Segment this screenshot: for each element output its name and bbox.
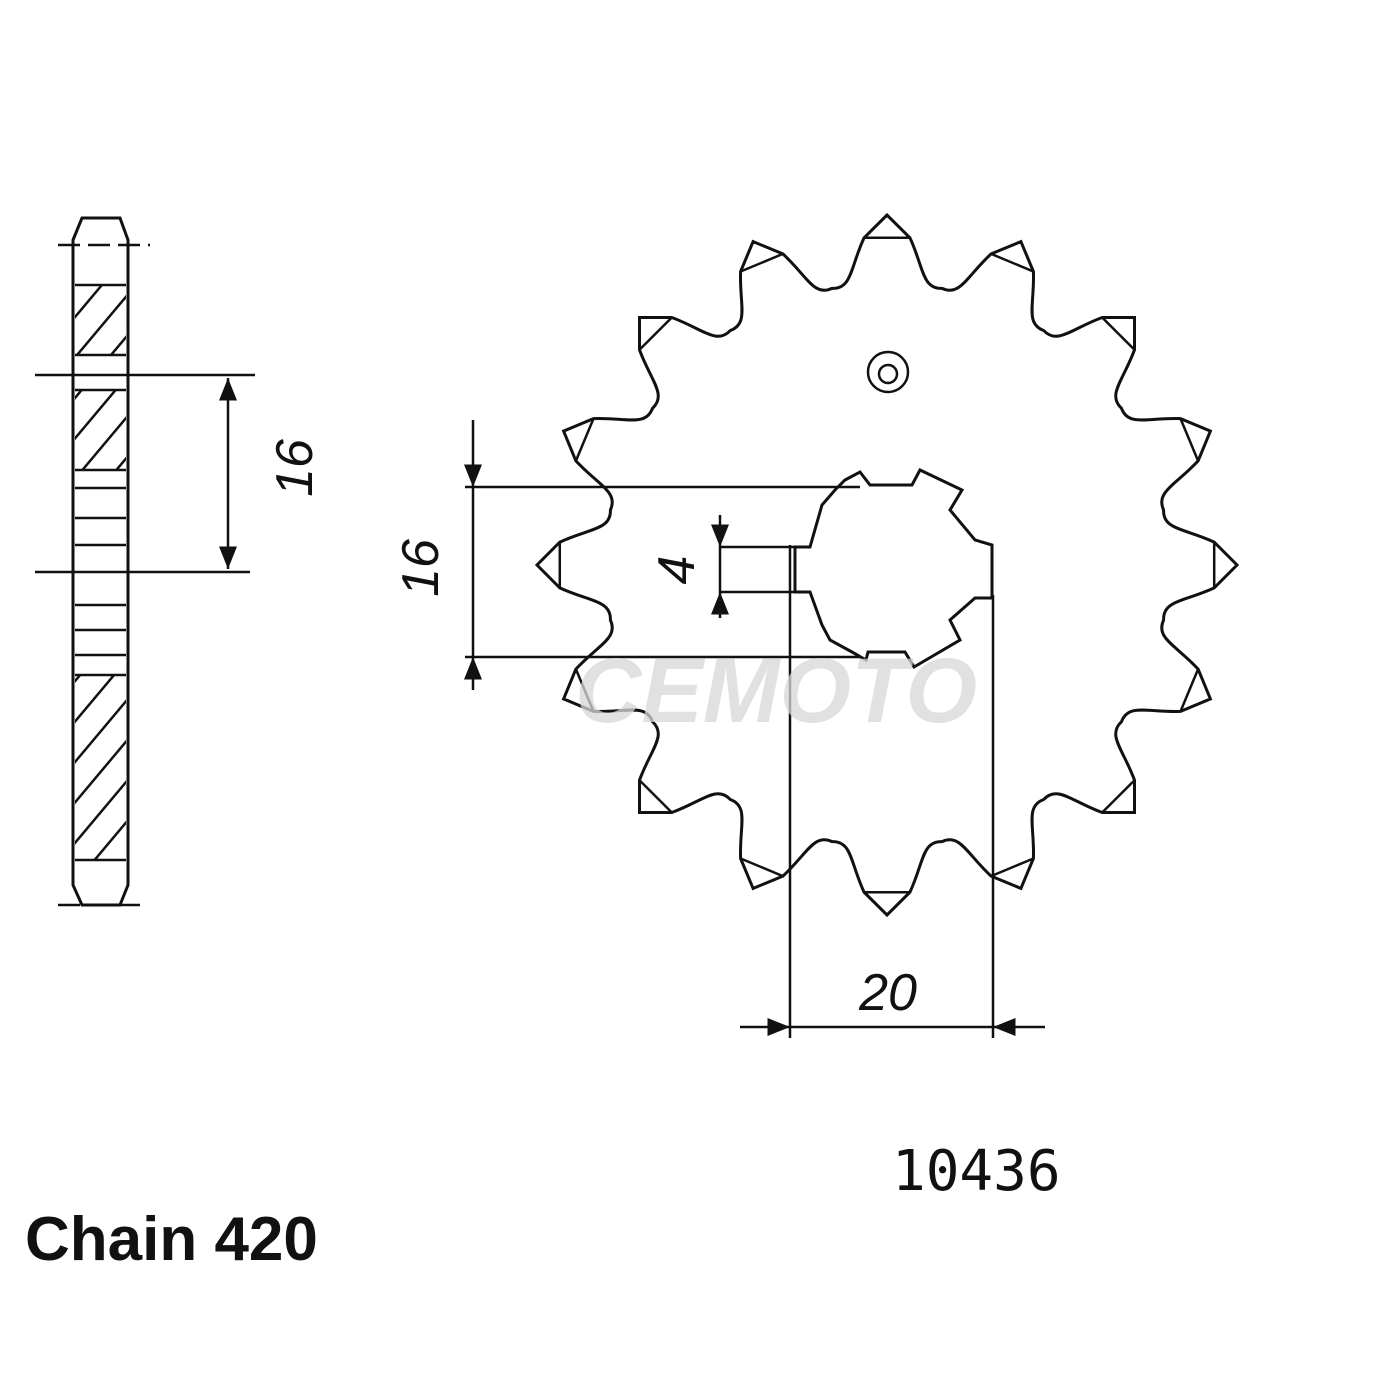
tooth-tip (1101, 316, 1136, 351)
tooth-tip (990, 857, 1034, 878)
tooth-tip (574, 668, 595, 712)
hatch-bottom (75, 675, 126, 860)
tooth-tip (574, 418, 595, 462)
tooth-tip (740, 252, 784, 273)
part-number: 10436 (892, 1139, 1061, 1204)
side-profile: 16 (35, 216, 324, 907)
hatch-top (75, 285, 126, 355)
tooth-tips (558, 236, 1216, 894)
spline-dimension: 16 (392, 420, 860, 690)
keyway-dimension: 4 (648, 515, 795, 618)
spline-dimension-label: 16 (392, 539, 450, 597)
tooth-tip (1179, 418, 1200, 462)
side-dimension-label: 16 (266, 439, 324, 497)
tooth-tip (740, 857, 784, 878)
tooth-tip (638, 779, 673, 814)
spline-bore (793, 468, 994, 670)
tooth-tip (1101, 779, 1136, 814)
hatch-mid (75, 390, 126, 470)
mounting-hole-icon (866, 350, 910, 394)
keyway-dimension-label: 4 (648, 556, 706, 585)
tooth-tip (1179, 668, 1200, 712)
tooth-tip (638, 316, 673, 351)
watermark: CEMOTO (575, 640, 977, 742)
bore-dimension-label: 20 (858, 964, 917, 1022)
side-body (71, 216, 130, 907)
sprocket-outline (534, 212, 1240, 918)
bore-dimension: 20 (740, 545, 1045, 1038)
chain-label: Chain 420 (25, 1205, 318, 1274)
sprocket-front (534, 212, 1240, 918)
tooth-tip (990, 252, 1034, 273)
